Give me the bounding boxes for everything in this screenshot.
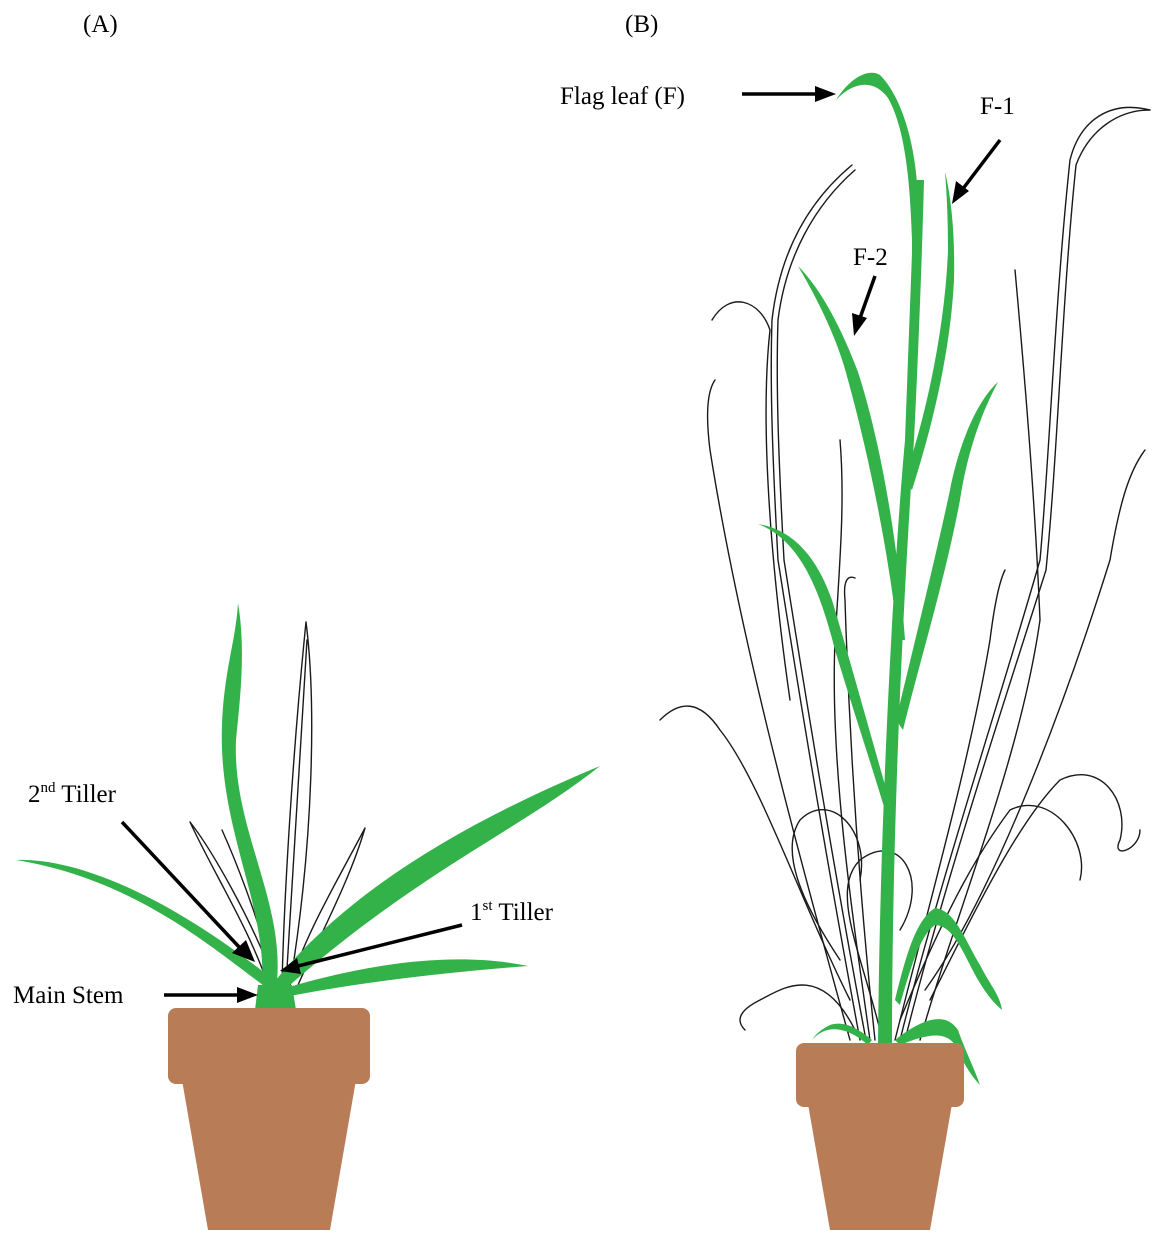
pot-a-body bbox=[182, 1080, 356, 1230]
tiller-left-low bbox=[740, 985, 855, 1030]
panel-a: (A) 2nd Tiller 1st Tiller bbox=[13, 11, 600, 1230]
tiller-left-hook bbox=[712, 302, 790, 700]
pot-b-body bbox=[808, 1104, 952, 1230]
panel-b-green-leaves bbox=[758, 73, 1002, 1085]
label-f2: F-2 bbox=[853, 244, 888, 271]
panel-b-label: (B) bbox=[625, 11, 658, 38]
pot-b bbox=[796, 1043, 964, 1230]
arrowhead-main-stem bbox=[237, 987, 258, 1003]
arrowhead-flag-leaf bbox=[815, 86, 836, 102]
tiller-leaf-tall-inner bbox=[286, 640, 307, 985]
label-2nd-tiller: 2nd Tiller bbox=[28, 780, 117, 808]
tiller-left-curl bbox=[792, 810, 861, 960]
pot-a bbox=[168, 1008, 370, 1230]
main-leaf-upright bbox=[222, 603, 278, 990]
panel-b: (B) bbox=[560, 11, 1150, 1230]
main-leaf-right-long bbox=[268, 766, 600, 992]
main-leaf-left bbox=[16, 860, 280, 990]
arrowhead-f2 bbox=[852, 313, 867, 336]
panel-a-label: (A) bbox=[83, 11, 118, 38]
label-1st-tiller: 1st Tiller bbox=[470, 898, 554, 926]
tiller-center-right bbox=[895, 570, 1005, 1040]
pot-b-rim bbox=[796, 1043, 964, 1107]
arrow-f1 bbox=[962, 140, 1000, 190]
label-flag-leaf: Flag leaf (F) bbox=[560, 83, 685, 110]
arrow-f2 bbox=[860, 276, 875, 318]
label-main-stem: Main Stem bbox=[13, 982, 124, 1009]
pot-a-rim bbox=[168, 1008, 370, 1084]
label-f1: F-1 bbox=[980, 93, 1015, 120]
tiller-left-droop bbox=[660, 706, 850, 1000]
main-stem-base bbox=[255, 985, 296, 1010]
